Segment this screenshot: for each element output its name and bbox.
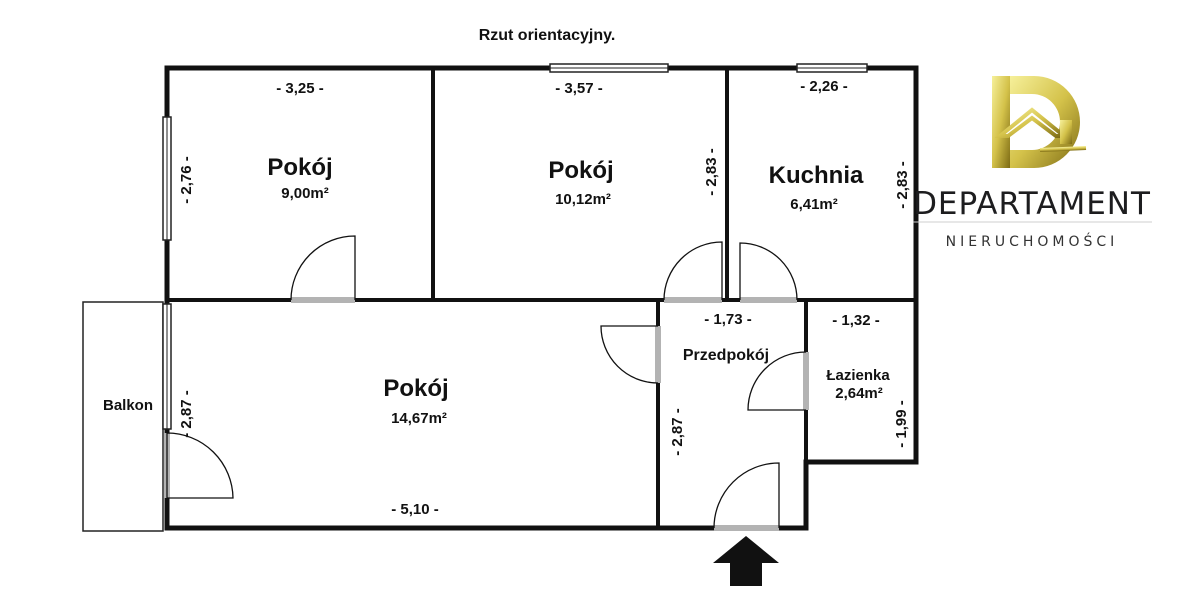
room-balkon-name: Balkon [103, 397, 153, 414]
door-kuchnia [739, 242, 798, 301]
dim-kuchnia-height: - 2,83 - [894, 161, 911, 209]
room-lazienka-area: 2,64m² [835, 385, 883, 402]
room-kuchnia-area: 6,41m² [790, 196, 838, 213]
door-pokoj1 [290, 235, 356, 301]
dim-kuchnia-width: - 2,26 - [800, 78, 848, 95]
dim-pokoj1-width: - 3,25 - [276, 80, 324, 97]
dim-przedpokoj-height: - 2,87 - [669, 408, 686, 456]
dim-lazienka-width: - 1,32 - [832, 312, 880, 329]
door-przedpokoj-left [600, 325, 659, 384]
room-pokoj2-name: Pokój [548, 157, 613, 184]
room-pokoj1-name: Pokój [267, 154, 332, 181]
dim-pokoj2-height: - 2,83 - [703, 148, 720, 196]
arrow-up-icon [713, 536, 779, 586]
room-przedpokoj-name: Przedpokój [683, 347, 769, 364]
outer-walls [164, 65, 919, 531]
inner-walls [167, 68, 916, 528]
logo-name: DEPARTAMENT [913, 186, 1151, 222]
room-pokoj3-name: Pokój [383, 375, 448, 402]
door-pokoj2 [663, 241, 723, 301]
dim-pokoj3-height: - 2,87 - [178, 390, 195, 438]
room-pokoj3-area: 14,67m² [391, 410, 447, 427]
plan-title: Rzut orientacyjny. [479, 27, 616, 44]
door-openings [164, 297, 809, 531]
dim-przedpokoj-width: - 1,73 - [704, 311, 752, 328]
logo-emblem-icon [992, 76, 1087, 168]
door-balkon [166, 432, 234, 499]
dim-pokoj1-height: - 2,76 - [178, 156, 195, 204]
dim-lazienka-height: - 1,99 - [893, 400, 910, 448]
logo-subtitle: NIERUCHOMOŚCI [946, 232, 1119, 250]
room-lazienka-name: Łazienka [826, 367, 890, 384]
balcony-outline [82, 301, 164, 532]
dim-pokoj2-width: - 3,57 - [555, 80, 603, 97]
room-pokoj1-area: 9,00m² [281, 185, 329, 202]
dim-pokoj3-width: - 5,10 - [391, 501, 439, 518]
room-pokoj2-area: 10,12m² [555, 191, 611, 208]
door-entrance [713, 462, 780, 529]
door-lazienka [747, 351, 807, 411]
door-swings [166, 235, 807, 529]
room-kuchnia-name: Kuchnia [769, 162, 864, 189]
windows [162, 63, 868, 430]
logo: DEPARTAMENT NIERUCHOMOŚCI [913, 76, 1152, 250]
